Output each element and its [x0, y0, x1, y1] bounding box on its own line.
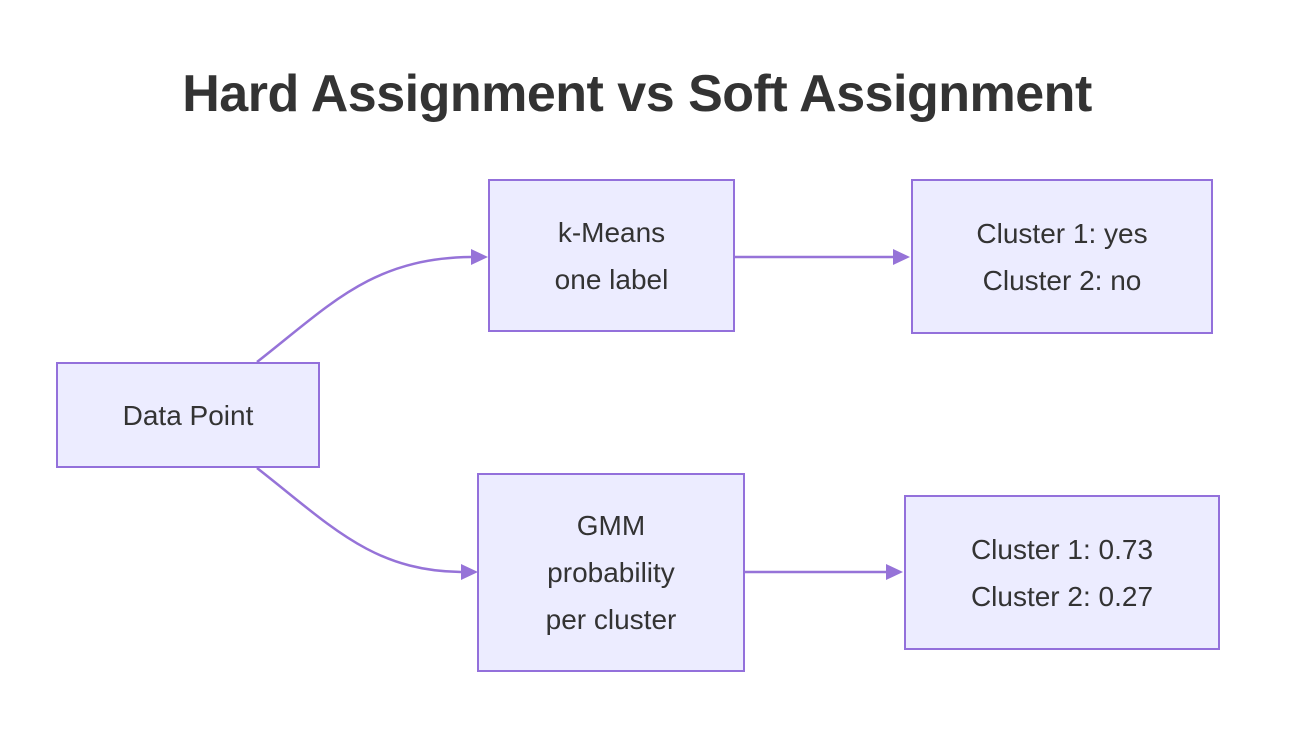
node-label: GMM	[576, 510, 646, 541]
node-label: Cluster 2: no	[982, 264, 1142, 296]
node-hard-result: Cluster 1: yes Cluster 2: no	[911, 179, 1213, 334]
diagram-title: Hard Assignment vs Soft Assignment	[182, 65, 1092, 123]
node-label: Cluster 2: 0.27	[970, 580, 1154, 612]
arrowhead-icon	[461, 564, 478, 580]
edge-gmm-to-soft-result	[745, 564, 903, 580]
node-kmeans: k-Means one label	[488, 179, 735, 332]
node-label: Cluster 1: 0.73	[970, 533, 1154, 565]
node-label: Data Point	[122, 399, 254, 431]
arrowhead-icon	[886, 564, 903, 580]
edge-kmeans-to-hard-result	[735, 249, 910, 265]
node-label: Cluster 1: yes	[976, 217, 1148, 249]
arrowhead-icon	[893, 249, 910, 265]
node-gmm: GMM probability per cluster	[477, 473, 745, 672]
node-label: probability	[547, 557, 675, 588]
node-label: k-Means	[557, 216, 666, 248]
node-soft-result: Cluster 1: 0.73 Cluster 2: 0.27	[904, 495, 1220, 650]
arrowhead-icon	[471, 249, 488, 265]
node-label: one label	[554, 263, 669, 295]
node-label: per cluster	[545, 604, 677, 635]
node-data-point: Data Point	[56, 362, 320, 468]
edge-data-point-to-gmm	[256, 467, 478, 580]
edge-data-point-to-kmeans	[256, 249, 488, 363]
